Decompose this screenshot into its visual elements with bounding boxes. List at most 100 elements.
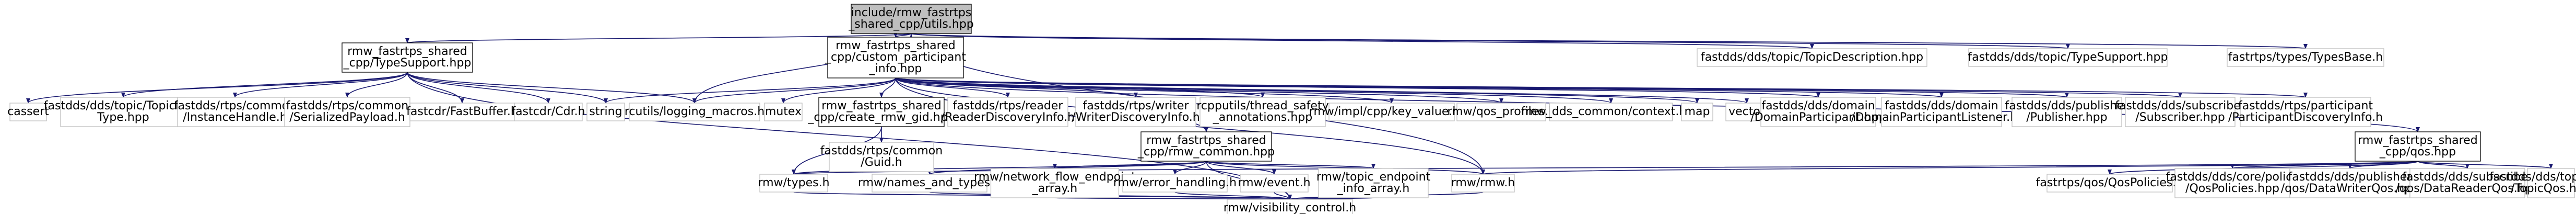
node-cdr: fastcdr/Cdr.h: [511, 103, 585, 121]
node-label: fastdds/dds/topic/TypeSupport.hpp: [1968, 51, 2168, 64]
node-visibility: rmw/visibility_control.h: [1224, 199, 1356, 214]
edge-rmwcommon-to-netflow: [1053, 161, 1207, 169]
edge-utils-to-typesbase: [911, 33, 2307, 49]
node-label: Type.hpp: [97, 111, 149, 124]
node-label: fastdds/rtps/common: [286, 99, 408, 112]
node-threadsafety: rcpputils/thread_safety_annotations.hpp: [1196, 97, 1329, 127]
node-box: [990, 168, 1120, 198]
node-typesupport_dds: fastdds/dds/topic/TypeSupport.hpp: [1968, 48, 2168, 67]
node-box: [1328, 103, 1455, 121]
node-label: /qos/DataReaderQos.hpp: [2395, 182, 2539, 195]
node-box: [629, 103, 760, 121]
node-box: [586, 103, 625, 121]
node-label: rmw_fastrtps_shared: [2358, 134, 2477, 147]
node-label: /QosPolicies.hpp: [2185, 182, 2279, 195]
node-label: /Guid.h: [861, 156, 902, 169]
edge-utils-to-typesupport: [405, 33, 912, 43]
node-label: /ReaderDiscoveryInfo.h: [941, 111, 1075, 124]
node-label: /InstanceHandle.h: [183, 111, 287, 124]
node-box: [2012, 97, 2122, 127]
node-qospolicies: fastrtps/qos/QosPolicies.h: [2036, 174, 2183, 193]
node-topicendpoint: rmw/topic_endpoint_info_array.h: [1316, 168, 1431, 198]
node-label: _cpp/TypeSupport.hpp: [343, 57, 472, 70]
node-label: mutex: [765, 105, 802, 118]
node-label: rmw_fastrtps_shared: [1146, 134, 1266, 147]
node-box: [1697, 48, 1927, 67]
node-box: [764, 103, 803, 121]
node-label: rmw/topic_endpoint: [1316, 171, 1431, 184]
edge-rmwcommon-to-errorhandling: [1173, 161, 1207, 175]
node-types: rmw/types.h: [758, 174, 830, 193]
node-label: fastdds/dds/subscriber: [2115, 99, 2246, 112]
node-label: fastdds/rtps/common: [820, 144, 943, 157]
node-qoshpp[interactable]: rmw_fastrtps_shared_cpp/qos.hpp: [2355, 131, 2481, 162]
node-cpi[interactable]: rmw_fastrtps_shared_cpp/custom_participa…: [825, 37, 966, 78]
node-label: fastdds/rtps/writer: [1083, 99, 1190, 112]
edge-cpi-to-string: [604, 77, 896, 104]
node-domainparticipant: fastdds/dds/domain/DomainParticipant.hpp: [1750, 97, 1886, 127]
node-box: [1881, 97, 2002, 127]
node-label: rmw_dds_common/context.hpp: [1521, 105, 1701, 118]
node-label: fastdds/dds/topic/qos: [2489, 171, 2576, 184]
node-logging: rcutils/logging_macros.h: [625, 103, 764, 121]
node-label: vector: [1728, 105, 1766, 118]
node-rmwcommon[interactable]: rmw_fastrtps_shared_cpp/rmw_common.hpp: [1137, 131, 1275, 162]
node-box: [818, 97, 945, 127]
node-box: [947, 97, 1068, 127]
node-label: cassert: [7, 105, 49, 118]
node-box: [851, 4, 972, 34]
node-box: [1456, 103, 1546, 121]
edge-cpi-to-readerdisc: [895, 77, 1010, 98]
node-guid[interactable]: rmw_fastrtps_shared_cpp/create_rmw_gid.h…: [807, 97, 955, 127]
node-datawriterqos: fastdds/dds/publisher/qos/DataWriterQos.…: [2281, 168, 2419, 198]
node-label: rmw/types.h: [758, 176, 829, 189]
node-typesupport[interactable]: rmw_fastrtps_shared_cpp/TypeSupport.hpp: [342, 42, 473, 73]
node-topicdescription: fastdds/dds/topic/TopicDescription.hpp: [1697, 48, 1927, 67]
node-label: map: [1685, 105, 1710, 118]
node-label: fastdds/dds/publisher: [2288, 171, 2412, 184]
node-box: [1075, 97, 1196, 127]
node-label: fastcdr/FastBuffer.h: [406, 105, 518, 118]
edge-typesupport-to-string: [407, 72, 608, 104]
edge-rmwcommon-to-event: [1206, 161, 1276, 175]
node-label: rcutils/logging_macros.h: [625, 105, 764, 118]
edge-rmwcommon-to-namestypes: [927, 161, 1207, 175]
node-box: [872, 174, 987, 193]
node-label: /Subscriber.hpp: [2135, 111, 2225, 124]
node-label: /SerializedPayload.h: [289, 111, 405, 124]
edge-cpi-to-qosprofiles: [895, 77, 1503, 104]
node-label: _shared_cpp/utils.hpp: [848, 18, 974, 31]
node-readerdisc: fastdds/rtps/reader/ReaderDiscoveryInfo.…: [941, 97, 1075, 127]
node-box: [514, 103, 583, 121]
node-label: fastdds/rtps/common: [174, 99, 296, 112]
edge-cpi-to-vector: [895, 77, 1749, 104]
node-publisher: fastdds/dds/publisher/Publisher.hpp: [2005, 97, 2129, 127]
node-box: [1451, 174, 1515, 193]
node-label: rmw_fastrtps_shared: [836, 39, 955, 52]
node-box: [60, 97, 186, 127]
node-label: /WriterDiscoveryInfo.h: [1072, 111, 1199, 124]
edge-qoshpp-to-datareaderqos: [2417, 161, 2469, 169]
node-box: [2355, 131, 2481, 162]
node-label: /Publisher.hpp: [2026, 111, 2107, 124]
node-box: [9, 103, 47, 121]
node-box: [1968, 48, 2168, 67]
node-fastbuffer: fastcdr/FastBuffer.h: [406, 103, 518, 121]
node-ddscontext: rmw_dds_common/context.hpp: [1521, 103, 1701, 121]
edge-typesupport-to-cassert: [26, 72, 408, 104]
node-label: fastdds/dds/domain: [1761, 99, 1875, 112]
node-typesbase: fastrtps/types/TypesBase.h: [2227, 48, 2384, 67]
edge-errorhandling-to-visibility: [1174, 192, 1292, 200]
node-label: _cpp/rmw_common.hpp: [1137, 145, 1275, 159]
node-box: [342, 42, 473, 73]
node-box: [2409, 168, 2525, 198]
node-label: /DomainParticipant.hpp: [1750, 111, 1886, 124]
node-box: [409, 103, 515, 121]
node-label: fastrtps/types/TypesBase.h: [2228, 51, 2383, 64]
node-cassert: cassert: [7, 103, 49, 121]
nodes-layer: include/rmw_fastrtps_shared_cpp/utils.hp…: [7, 4, 2576, 214]
node-box: [1227, 199, 1353, 214]
edge-typesupport-to-logging: [407, 72, 697, 104]
node-label: string: [589, 105, 622, 118]
node-label: fastdds/rtps/reader: [953, 99, 1064, 112]
